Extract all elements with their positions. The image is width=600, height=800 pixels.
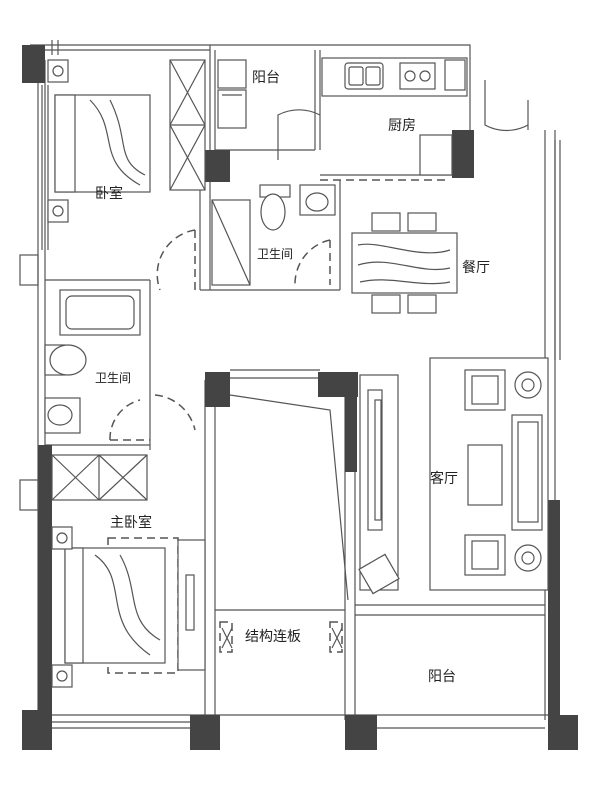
bedroom-furniture <box>47 59 206 223</box>
label-structural-slab: 结构连板 <box>245 629 301 645</box>
wall-blocks <box>22 45 578 750</box>
label-kitchen: 厨房 <box>388 118 416 134</box>
kitchen-fixtures <box>321 57 468 176</box>
label-living: 客厅 <box>430 470 458 487</box>
label-bathroom-upper: 卫生间 <box>257 247 293 261</box>
living-furniture <box>229 357 549 601</box>
balcony-north-fixtures <box>217 59 247 129</box>
bathroom-lower-fixtures <box>44 289 141 434</box>
master-bedroom-furniture <box>51 454 206 688</box>
label-dining: 餐厅 <box>462 260 490 276</box>
doors <box>109 80 529 441</box>
label-bathroom-lower: 卫生间 <box>95 371 131 385</box>
label-bedroom: 卧室 <box>95 185 123 202</box>
bathroom-upper-fixtures <box>211 184 336 286</box>
label-balcony-north: 阳台 <box>252 70 280 86</box>
structural-slab-marks <box>219 621 343 653</box>
label-master-bedroom: 主卧室 <box>110 514 152 531</box>
label-balcony-south: 阳台 <box>428 669 456 685</box>
dining-furniture <box>351 212 458 314</box>
